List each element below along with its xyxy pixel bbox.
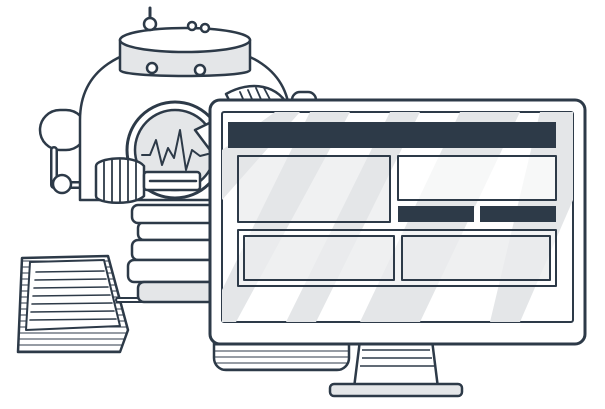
screen-panel-top-left [237, 155, 391, 223]
robot-shoulder [38, 108, 96, 195]
screen-panel-top-right [397, 155, 557, 201]
robot-body-stack [126, 203, 230, 304]
monitor [208, 98, 587, 398]
screen-panel-bottom-right [401, 235, 551, 281]
monitor-stand [328, 338, 464, 398]
screen-header-bar [228, 122, 556, 148]
screen-action-bar-1 [398, 206, 474, 222]
screen-action-bar-2 [480, 206, 556, 222]
robot-tread-left [16, 254, 130, 354]
pulse-waveform-icon [141, 129, 209, 171]
screen-panel-bottom-left [243, 235, 395, 281]
robot-arm-left [94, 157, 202, 204]
